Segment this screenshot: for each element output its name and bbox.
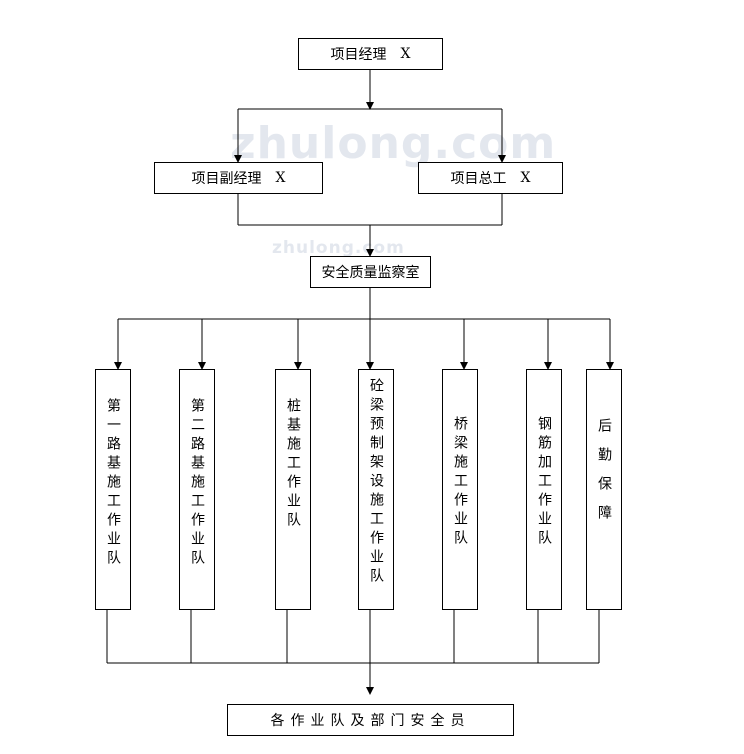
team-box: 第一路基施工作业队 [95, 369, 131, 610]
team-label: 桥梁施工作业队 [452, 416, 468, 549]
team-box: 第二路基施工作业队 [179, 369, 215, 610]
node-label: 项目副经理 [191, 171, 262, 187]
team-label: 砼梁预制架设施工作业队 [368, 378, 384, 587]
node-label: 各作业队及部门安全员 [270, 713, 471, 729]
team-box: 桩基施工作业队 [275, 369, 311, 610]
node-safety-office: 安全质量监察室 [310, 256, 431, 288]
team-box: 砼梁预制架设施工作业队 [358, 369, 394, 610]
node-person: X [400, 46, 411, 62]
team-box: 桥梁施工作业队 [442, 369, 478, 610]
team-label: 后勤保障 [596, 418, 612, 534]
node-person: X [520, 170, 531, 186]
team-box: 后勤保障 [586, 369, 622, 610]
team-label: 第二路基施工作业队 [189, 398, 205, 569]
node-label: 项目经理 [330, 47, 387, 63]
node-safety-officers: 各作业队及部门安全员 [227, 704, 514, 736]
node-label: 项目总工 [450, 171, 507, 187]
team-label: 桩基施工作业队 [285, 398, 301, 531]
node-deputy-manager: 项目副经理 X [154, 162, 323, 194]
node-label: 安全质量监察室 [321, 265, 420, 281]
node-project-manager: 项目经理 X [298, 38, 443, 70]
node-person: X [275, 170, 286, 186]
team-box: 钢筋加工作业队 [526, 369, 562, 610]
team-label: 第一路基施工作业队 [105, 398, 121, 569]
node-chief-engineer: 项目总工 X [418, 162, 563, 194]
team-label: 钢筋加工作业队 [536, 416, 552, 549]
